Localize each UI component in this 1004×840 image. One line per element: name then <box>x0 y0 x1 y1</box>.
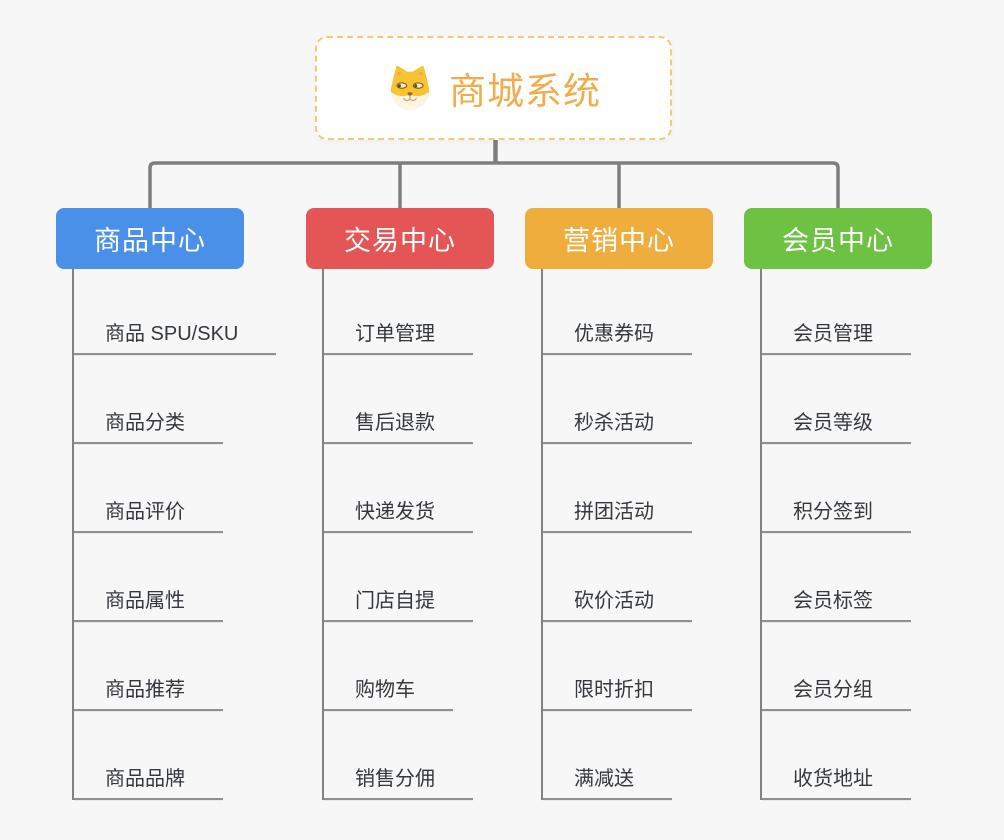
leaf-node[interactable]: 订单管理 <box>324 323 473 355</box>
branch-label: 交易中心 <box>344 226 456 256</box>
leaf-node[interactable]: 商品属性 <box>74 590 223 622</box>
leaf-row: 订单管理 <box>324 269 473 355</box>
leaf-node[interactable]: 快递发货 <box>324 501 473 533</box>
leaf-row: 会员等级 <box>762 355 911 444</box>
branch-node-2[interactable]: 交易中心 <box>306 208 494 269</box>
leaf-row: 商品推荐 <box>74 622 276 711</box>
leaf-row: 会员分组 <box>762 622 911 711</box>
leaf-row: 销售分佣 <box>324 711 473 800</box>
branch-label: 会员中心 <box>782 226 894 256</box>
leaf-column-1: 商品 SPU/SKU 商品分类商品评价商品属性商品推荐商品品牌 <box>72 269 277 800</box>
leaf-node[interactable]: 收货地址 <box>762 768 911 800</box>
leaf-row: 会员标签 <box>762 533 911 622</box>
leaf-row: 会员管理 <box>762 269 911 355</box>
leaf-row: 门店自提 <box>324 533 473 622</box>
leaf-row: 限时折扣 <box>543 622 692 711</box>
branch-node-4[interactable]: 会员中心 <box>744 208 932 269</box>
root-node[interactable]: 商城系统 <box>315 36 672 140</box>
leaf-row: 商品属性 <box>74 533 276 622</box>
leaf-row: 拼团活动 <box>543 444 692 533</box>
leaf-column-3: 优惠券码秒杀活动拼团活动砍价活动限时折扣满减送 <box>541 269 692 800</box>
leaf-row: 优惠券码 <box>543 269 692 355</box>
leaf-node[interactable]: 商品 SPU/SKU <box>74 323 277 355</box>
leaf-row: 售后退款 <box>324 355 473 444</box>
leaf-column-4: 会员管理会员等级积分签到会员标签会员分组收货地址 <box>760 269 911 800</box>
leaf-node[interactable]: 会员管理 <box>762 323 911 355</box>
leaf-row: 秒杀活动 <box>543 355 692 444</box>
leaf-node[interactable]: 会员标签 <box>762 590 911 622</box>
branch-label: 商品中心 <box>94 226 206 256</box>
leaf-node[interactable]: 商品评价 <box>74 501 223 533</box>
branch-node-1[interactable]: 商品中心 <box>56 208 244 269</box>
leaf-node[interactable]: 积分签到 <box>762 501 911 533</box>
leaf-node[interactable]: 购物车 <box>324 679 453 711</box>
root-title: 商城系统 <box>449 71 601 112</box>
leaf-row: 商品评价 <box>74 444 276 533</box>
leaf-row: 购物车 <box>324 622 473 711</box>
dog-face-icon <box>386 64 434 112</box>
leaf-row: 收货地址 <box>762 711 911 800</box>
leaf-row: 满减送 <box>543 711 692 800</box>
leaf-node[interactable]: 秒杀活动 <box>543 412 692 444</box>
leaf-node[interactable]: 销售分佣 <box>324 768 473 800</box>
leaf-node[interactable]: 商品品牌 <box>74 768 223 800</box>
leaf-row: 积分签到 <box>762 444 911 533</box>
leaf-node[interactable]: 商品分类 <box>74 412 223 444</box>
leaf-node[interactable]: 会员等级 <box>762 412 911 444</box>
leaf-row: 商品分类 <box>74 355 276 444</box>
branch-node-3[interactable]: 营销中心 <box>525 208 713 269</box>
leaf-node[interactable]: 门店自提 <box>324 590 473 622</box>
leaf-node[interactable]: 会员分组 <box>762 679 911 711</box>
leaf-node[interactable]: 拼团活动 <box>543 501 692 533</box>
leaf-row: 商品品牌 <box>74 711 276 800</box>
leaf-node[interactable]: 砍价活动 <box>543 590 692 622</box>
leaf-node[interactable]: 售后退款 <box>324 412 473 444</box>
leaf-node[interactable]: 满减送 <box>543 768 672 800</box>
leaf-row: 快递发货 <box>324 444 473 533</box>
branch-label: 营销中心 <box>563 226 675 256</box>
leaf-row: 砍价活动 <box>543 533 692 622</box>
leaf-node[interactable]: 优惠券码 <box>543 323 692 355</box>
leaf-node[interactable]: 商品推荐 <box>74 679 223 711</box>
leaf-row: 商品 SPU/SKU <box>74 269 277 355</box>
leaf-column-2: 订单管理售后退款快递发货门店自提购物车销售分佣 <box>322 269 473 800</box>
leaf-node[interactable]: 限时折扣 <box>543 679 692 711</box>
